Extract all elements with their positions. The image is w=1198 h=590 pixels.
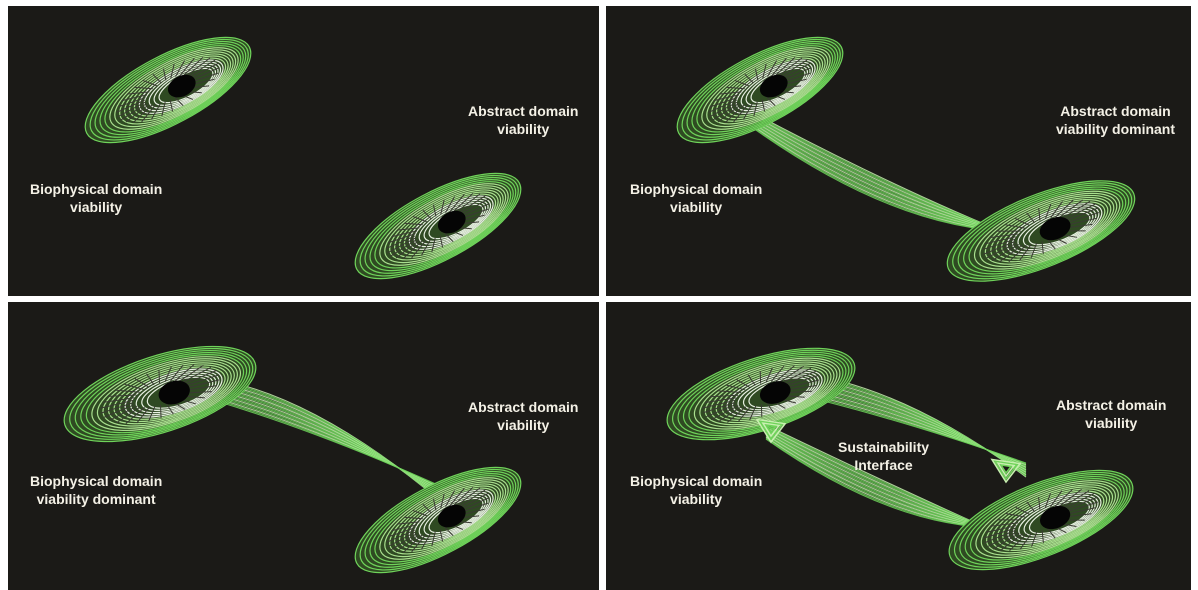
- interface-triangle-right: [992, 460, 1020, 482]
- biophysical-label: Biophysical domainviability: [630, 180, 762, 216]
- abstract-label: Abstract domainviability dominant: [1056, 102, 1175, 138]
- panel-biophysical-dominant: Biophysical domainviability dominant Abs…: [8, 302, 599, 590]
- abstract-torus: [935, 160, 1147, 296]
- biophysical-torus: [53, 327, 267, 461]
- abstract-label: Abstract domainviability: [1056, 396, 1166, 432]
- abstract-torus: [341, 447, 535, 590]
- domains-graphic: [8, 6, 599, 296]
- abstract-torus: [341, 153, 535, 296]
- abstract-label: Abstract domainviability: [468, 398, 578, 434]
- biophysical-torus: [71, 17, 265, 163]
- interface-label: SustainabilityInterface: [838, 438, 929, 474]
- biophysical-label: Biophysical domainviability: [30, 180, 162, 216]
- panel-sustainability-interface: SustainabilityInterface Biophysical doma…: [606, 302, 1191, 590]
- domains-graphic: [606, 6, 1191, 296]
- abstract-label: Abstract domainviability: [468, 102, 578, 138]
- biophysical-torus: [657, 329, 866, 458]
- biophysical-torus: [663, 17, 857, 163]
- biophysical-label: Biophysical domainviability: [630, 472, 762, 508]
- domains-graphic: [8, 302, 599, 590]
